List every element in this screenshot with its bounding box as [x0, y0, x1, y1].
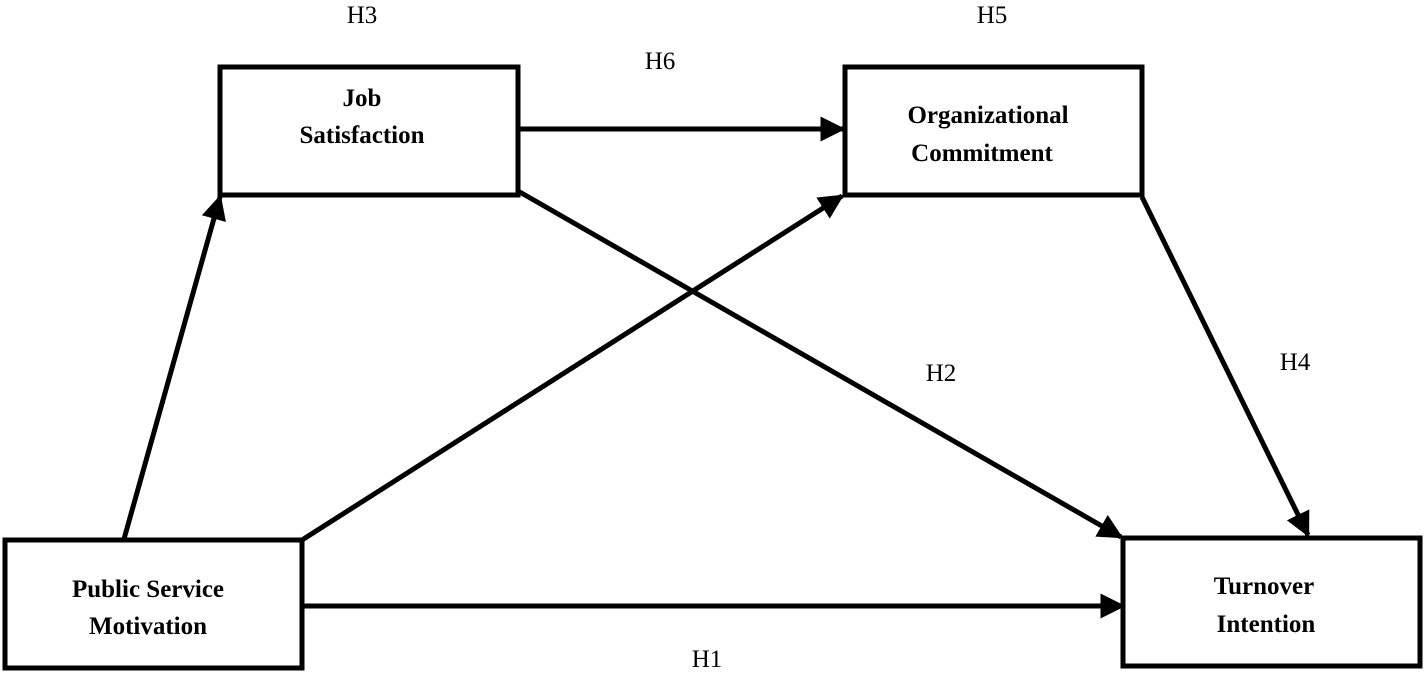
node-public-service-motivation-label-line1: Public Service	[72, 576, 224, 603]
hypothesis-label-h6: H6	[645, 48, 676, 75]
hypothesis-label-h5: H5	[977, 2, 1008, 29]
hypothesis-label-h3: H3	[347, 2, 378, 29]
hypothesis-label-h2: H2	[926, 360, 957, 387]
node-organizational-commitment-label-line2: Commitment	[911, 140, 1053, 167]
node-job-satisfaction-label-line1: Job	[343, 85, 382, 112]
node-job-satisfaction: Job Satisfaction	[217, 64, 521, 198]
hypothesis-label-h4: H4	[1280, 349, 1311, 376]
edge-psm-to-organizational-commitment	[300, 193, 845, 543]
node-job-satisfaction-label-line2: Satisfaction	[300, 122, 425, 149]
node-public-service-motivation-label-line2: Motivation	[89, 613, 207, 640]
edge-job-satisfaction-to-turnover-intention	[516, 188, 1124, 540]
node-public-service-motivation: Public Service Motivation	[2, 537, 305, 671]
node-public-service-motivation-box	[2, 537, 305, 671]
node-turnover-intention: Turnover Intention	[1120, 535, 1423, 669]
hypothesis-label-h1: H1	[692, 646, 723, 673]
node-turnover-intention-label-line1: Turnover	[1214, 573, 1314, 600]
node-organizational-commitment-box	[842, 64, 1145, 198]
node-turnover-intention-label-line2: Intention	[1217, 611, 1316, 638]
edge-organizational-commitment-to-turnover-intention	[1139, 195, 1311, 538]
edge-psm-to-job-satisfaction	[121, 194, 226, 540]
node-turnover-intention-box	[1120, 535, 1423, 669]
node-organizational-commitment: Organizational Commitment	[842, 64, 1145, 198]
node-organizational-commitment-label-line1: Organizational	[907, 102, 1068, 129]
node-job-satisfaction-box	[217, 64, 521, 198]
